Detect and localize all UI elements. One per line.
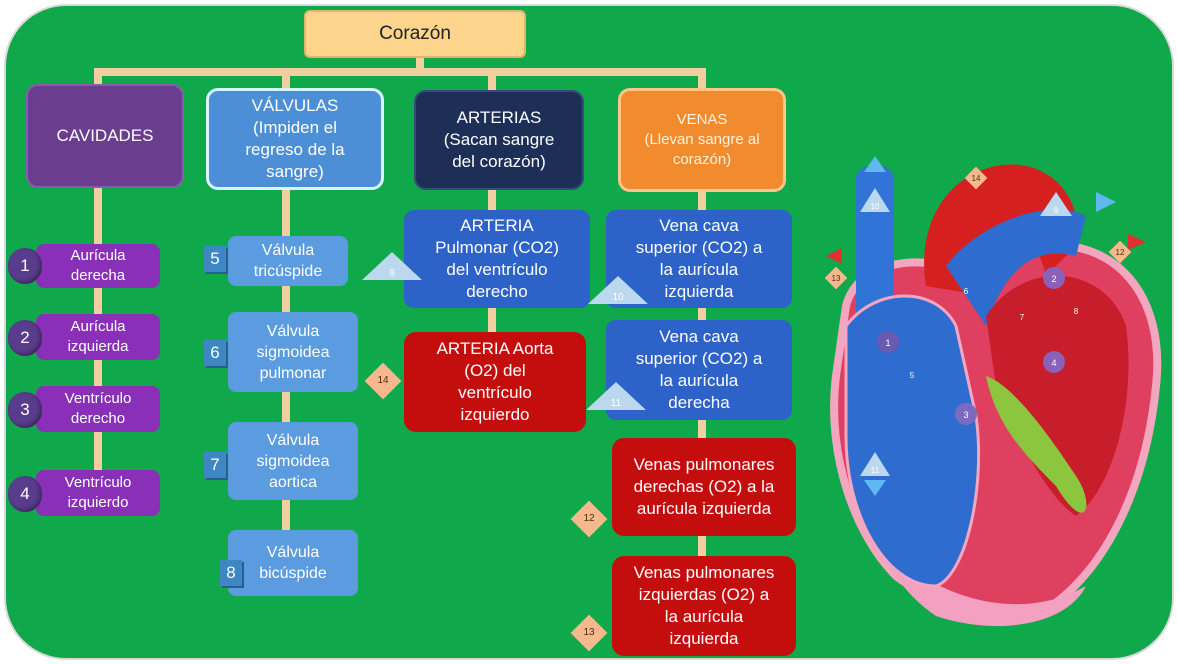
category-valvulas-label: VÁLVULAS (Impiden el regreso de la sangr… [245,96,345,181]
right-chambers [844,294,981,588]
category-cavidades: CAVIDADES [26,84,184,188]
marker-label-14: 14 [377,375,389,386]
marker-label-13: 13 [583,627,595,638]
heart-marker-11 [860,452,890,476]
heart-chamber-4 [1043,351,1065,373]
valvula-number-5: 5 [204,246,226,272]
cavidad-label-4: Ventrículo izquierdo [64,474,132,511]
drop-valvulas [282,68,290,92]
arrow-bottom [864,480,886,496]
arrow-top-left [864,156,886,172]
root-connector [416,56,424,72]
cavidad-number-3: 3 [8,392,42,428]
cavidad-item-4: Ventrículo izquierdo [36,470,160,516]
arrow-right-red [1128,234,1146,250]
marker-label-11: 11 [610,398,622,409]
heart-valve-8-text: 8 [1074,307,1079,316]
valvula-label-7: Válvula sigmoidea aortica [256,431,330,491]
septum-muscle [986,376,1087,513]
drop-cavidades [94,68,102,88]
vena-item-4: Venas pulmonares izquierdas (O2) a la au… [612,556,796,656]
marker-label-12: 12 [583,513,595,524]
root-label: Corazón [379,23,451,44]
valvula-item-8: Válvula bicúspide [228,530,358,596]
heart-marker-10 [860,188,890,212]
cavidad-label-3: Ventrículo derecho [64,390,132,427]
root-node: Corazón [304,10,526,58]
heart-illustration: 10 9 11 14 12 13 1 2 3 4 5 6 7 8 [824,156,1162,626]
valvula-item-7: Válvula sigmoidea aortica [228,422,358,500]
arteria-label-aorta: ARTERIA Aorta (O2) del ventrículo izquie… [436,339,554,424]
vena-label-2: Vena cava superior (CO2) a la aurícula d… [635,327,763,412]
vena-label-4: Venas pulmonares izquierdas (O2) a la au… [633,563,775,648]
arrow-left-red [826,248,842,264]
diagram-panel: Corazón CAVIDADES VÁLVULAS (Impiden el r… [6,6,1172,658]
heart-marker-12-text: 12 [1116,248,1125,257]
pulmonary-artery [946,209,1086,326]
arteria-label-pulmonar: ARTERIA Pulmonar (CO2) del ventrículo de… [435,216,559,301]
category-arterias-label: ARTERIAS (Sacan sangre del corazón) [443,108,555,171]
marker-label-9: 9 [389,268,395,279]
heart-marker-9 [1040,192,1072,216]
arteria-item-pulmonar: ARTERIA Pulmonar (CO2) del ventrículo de… [404,210,590,308]
cavidad-number-2: 2 [8,320,42,356]
heart-marker-11-text: 11 [871,466,880,475]
heart-chamber-3-text: 3 [963,410,968,420]
heart-chamber-1 [877,331,899,353]
heart-marker-13-text: 13 [832,274,841,283]
vena-label-3: Venas pulmonares derechas (O2) a la aurí… [633,455,775,518]
valvula-number-6: 6 [204,340,226,366]
heart-valve-6-text: 6 [964,287,969,296]
vena-item-3: Venas pulmonares derechas (O2) a la aurí… [612,438,796,536]
category-venas: VENAS (Llevan sangre al corazón) [618,88,786,192]
top-bar [94,68,706,76]
heart-pericardium [876,536,1086,626]
left-chambers [986,275,1129,516]
marker-triangle-11 [586,382,646,410]
heart-valve-7-text: 7 [1020,313,1025,322]
arteria-item-aorta: ARTERIA Aorta (O2) del ventrículo izquie… [404,332,586,432]
drop-venas [698,68,706,92]
valvula-number-8: 8 [220,560,242,586]
cavidad-number-1: 1 [8,248,42,284]
valvula-label-5: Válvula tricúspide [253,242,323,280]
valvula-label-6: Válvula sigmoidea pulmonar [256,322,330,382]
cavidad-number-4: 4 [8,476,42,512]
marker-triangle-9 [362,252,422,280]
heart-marker-10-text: 10 [871,202,880,211]
arrow-right [1096,192,1116,212]
vena-label-1: Vena cava superior (CO2) a la aurícula i… [635,216,763,301]
cavidad-label-1: Aurícula derecha [70,247,126,284]
cavidad-label-2: Aurícula izquierda [67,318,129,355]
category-arterias: ARTERIAS (Sacan sangre del corazón) [414,90,584,190]
valvula-item-6: Válvula sigmoidea pulmonar [228,312,358,392]
drop-arterias [488,68,496,92]
heart-chamber-3 [955,403,977,425]
category-valvulas: VÁLVULAS (Impiden el regreso de la sangr… [206,88,384,190]
marker-triangle-10 [588,276,648,304]
category-venas-label: VENAS (Llevan sangre al corazón) [644,111,760,168]
valvula-item-5: Válvula tricúspide [228,236,348,286]
heart-chamber-1-text: 1 [885,338,890,348]
valvula-label-8: Válvula bicúspide [259,544,327,582]
heart-marker-14-text: 14 [972,174,981,183]
heart-chamber-2 [1043,267,1065,289]
marker-label-10: 10 [612,292,624,303]
heart-chamber-4-text: 4 [1051,358,1056,368]
category-cavidades-label: CAVIDADES [56,126,154,145]
heart-valve-5-text: 5 [910,371,915,380]
cavidad-item-2: Aurícula izquierda [36,314,160,360]
cavidad-item-3: Ventrículo derecho [36,386,160,432]
heart-chamber-2-text: 2 [1051,274,1056,284]
valvula-number-7: 7 [204,452,226,478]
cavidad-item-1: Aurícula derecha [36,244,160,288]
heart-marker-9-text: 9 [1054,206,1059,215]
